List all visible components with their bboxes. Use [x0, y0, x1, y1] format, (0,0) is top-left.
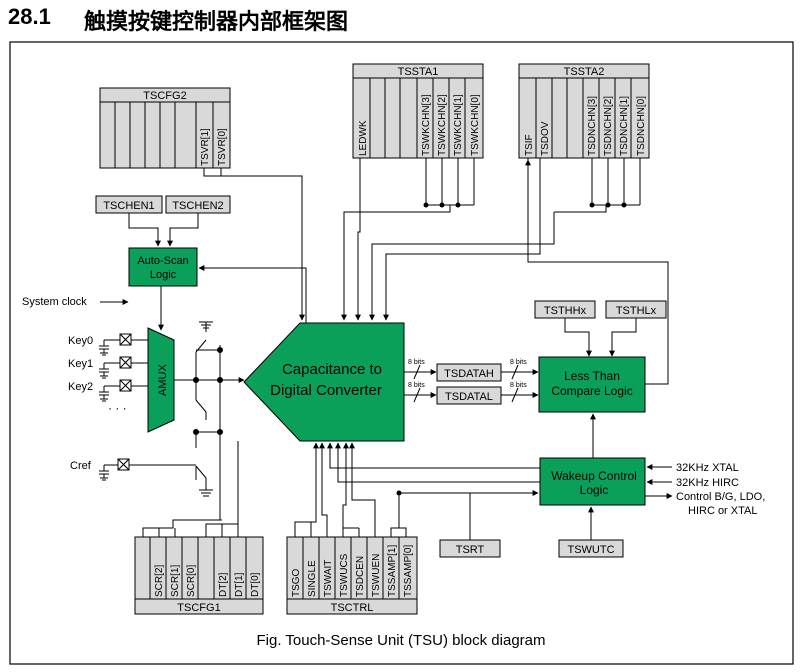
system-clock-label: System clock — [22, 296, 87, 308]
register-tsthlx: TSTHLx — [605, 300, 667, 319]
cdc-line2: Digital Converter — [270, 382, 382, 399]
bit-tsvr1: TSVR[1] — [200, 128, 211, 166]
tsrt-label: TSRT — [456, 544, 485, 556]
key-more-dots: · · · — [108, 401, 127, 415]
bit-tswkchn2: TSWKCHN[2] — [437, 94, 448, 156]
bit-tsdov: TSDOV — [540, 121, 551, 156]
bit-tswucs: TSWUCS — [339, 553, 350, 597]
control-label-1: Control B/G, LDO, — [676, 491, 765, 503]
register-tschen2: TSCHEN2 — [165, 195, 231, 214]
cref-input: Cref — [70, 458, 196, 481]
cdc-block: Capacitance to Digital Converter — [243, 322, 405, 442]
register-tsrt: TSRT — [439, 539, 501, 558]
bit-tsdnchn3: TSDNCHN[3] — [587, 96, 598, 156]
wakeup-line2: Logic — [580, 483, 609, 497]
register-tscfg1: SCR[2] SCR[1] SCR[0] DT[2] DT[1] DT[0] T… — [134, 536, 264, 615]
register-tswutc: TSWUTC — [558, 539, 624, 558]
bits-label-1: 8 bits — [408, 359, 425, 366]
bit-scr0: SCR[0] — [186, 565, 197, 597]
key0-label: Key0 — [68, 335, 93, 347]
junction-dots — [396, 202, 627, 496]
bit-single: SINGLE — [307, 560, 318, 597]
tsthlx-label: TSTHLx — [616, 305, 657, 317]
bit-tsgo: TSGO — [291, 568, 302, 597]
cref-label: Cref — [70, 460, 92, 472]
bit-scr1: SCR[1] — [170, 565, 181, 597]
bit-dt1: DT[1] — [234, 572, 245, 597]
key2-label: Key2 — [68, 381, 93, 393]
cdc-line1: Capacitance to — [282, 361, 382, 378]
register-tssta1-name: TSSTA1 — [398, 66, 439, 78]
wakeup-side-signals: 32KHz XTAL 32KHz HIRC Control B/G, LDO, … — [645, 462, 765, 517]
compare-logic-block: Less Than Compare Logic — [538, 356, 646, 413]
tsdatah-label: TSDATAH — [444, 368, 494, 380]
bits-label-3: 8 bits — [510, 359, 527, 366]
register-tssta1: TSSTA1 LEDWK TSWKCHN[3] TSWKCHN[2] TSWKC… — [352, 63, 484, 159]
bits-label-2: 8 bits — [408, 382, 425, 389]
bit-tswuen: TSWUEN — [371, 554, 382, 597]
register-tscfg2: TSCFG2 TSVR[1] TSVR[0] — [99, 87, 231, 169]
section-number: 28.1 — [8, 4, 51, 29]
register-tssta2: TSSTA2 TSIF TSDOV TSDNCHN[3] TSDNCHN[2] … — [518, 63, 650, 159]
bit-tssamp1: TSSAMP[1] — [387, 545, 398, 597]
bit-tsdnchn1: TSDNCHN[1] — [619, 96, 630, 156]
bit-tswkchn0: TSWKCHN[0] — [470, 94, 481, 156]
register-tsthhx: TSTHHx — [534, 300, 596, 319]
bit-tssamp0: TSSAMP[0] — [403, 545, 414, 597]
bit-tsif: TSIF — [524, 134, 535, 156]
tsdatal-label: TSDATAL — [445, 391, 493, 403]
amux-label: AMUX — [157, 364, 169, 396]
tschen1-label: TSCHEN1 — [103, 200, 154, 212]
section-title: 触摸按键控制器内部框架图 — [84, 10, 349, 35]
compare-line1: Less Than — [564, 369, 620, 383]
figure-caption: Fig. Touch-Sense Unit (TSU) block diagra… — [257, 632, 546, 649]
hirc-label: 32KHz HIRC — [676, 477, 739, 489]
bit-tsdnchn0: TSDNCHN[0] — [636, 96, 647, 156]
bit-dt2: DT[2] — [218, 572, 229, 597]
auto-scan-line2: Logic — [150, 269, 177, 281]
bit-scr2: SCR[2] — [154, 565, 165, 597]
diagram-frame — [9, 41, 794, 665]
bit-tsdnchn2: TSDNCHN[2] — [603, 96, 614, 156]
tsthhx-label: TSTHHx — [544, 305, 587, 317]
auto-scan-line1: Auto-Scan — [137, 255, 188, 267]
register-tssta2-name: TSSTA2 — [564, 66, 605, 78]
bit-tsdcen: TSDCEN — [355, 556, 366, 597]
auto-scan-logic-block: Auto-Scan Logic — [128, 247, 198, 287]
xtal-label: 32KHz XTAL — [676, 462, 739, 474]
bit-tsvr0: TSVR[0] — [217, 128, 228, 166]
register-tschen1: TSCHEN1 — [95, 195, 163, 214]
bit-dt0: DT[0] — [250, 572, 261, 597]
wiring — [128, 158, 669, 540]
register-tsctrl: TSGO SINGLE TSWAIT TSWUCS TSDCEN TSWUEN … — [286, 536, 418, 615]
compare-line2: Compare Logic — [551, 384, 632, 398]
key1-label: Key1 — [68, 358, 93, 370]
wakeup-logic-block: Wakeup Control Logic — [539, 457, 646, 506]
register-tsctrl-name: TSCTRL — [331, 602, 374, 614]
bit-tswkchn1: TSWKCHN[1] — [453, 94, 464, 156]
bits-label-4: 8 bits — [510, 382, 527, 389]
switch-network — [174, 321, 245, 520]
cdc-data-paths: 8 bits 8 bits TSDATAH TSDATAL 8 bits 8 b… — [404, 359, 539, 405]
tschen2-label: TSCHEN2 — [172, 200, 223, 212]
key-inputs: Key0 Key1 Key2 · · · — [68, 333, 148, 415]
wakeup-line1: Wakeup Control — [551, 469, 637, 483]
register-tscfg1-name: TSCFG1 — [177, 602, 220, 614]
register-tscfg2-name: TSCFG2 — [143, 90, 186, 102]
control-label-2: HIRC or XTAL — [688, 505, 757, 517]
bit-tswait: TSWAIT — [323, 560, 334, 597]
bit-tswkchn3: TSWKCHN[3] — [421, 94, 432, 156]
section-heading: 28.1 触摸按键控制器内部框架图 — [0, 0, 803, 40]
amux-block: AMUX — [147, 327, 175, 433]
tswutc-label: TSWUTC — [567, 544, 614, 556]
bit-ledwk: LEDWK — [358, 120, 369, 156]
